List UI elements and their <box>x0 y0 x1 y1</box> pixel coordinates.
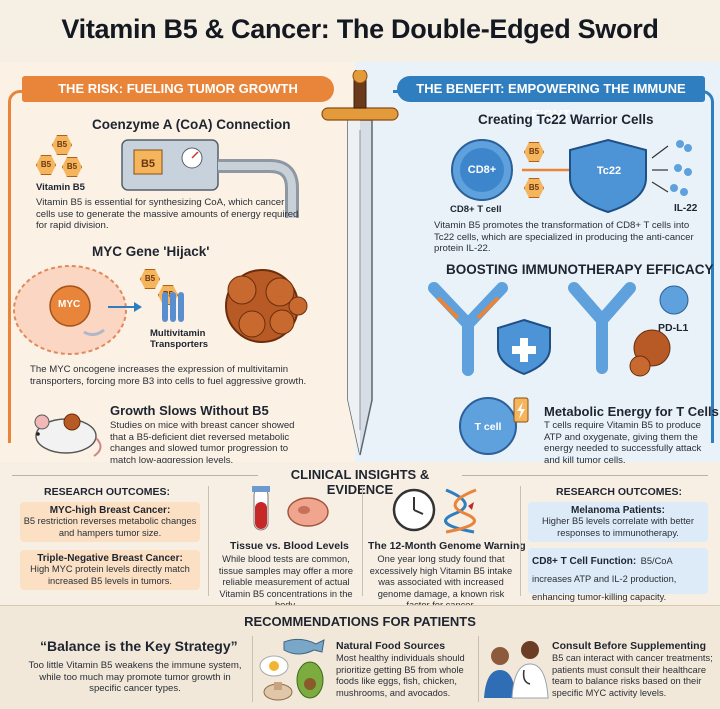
tc22-label: Tc22 <box>596 165 622 177</box>
pdl1-label: PD-L1 <box>658 322 689 334</box>
cd8-caption: CD8+ T cell <box>450 204 502 215</box>
outcome-title: Triple-Negative Breast Cancer: <box>37 553 183 564</box>
tc22-text: Vitamin B5 promotes the transformation o… <box>434 220 694 254</box>
tcell-energy-icon <box>459 397 529 455</box>
sword-illustration <box>321 70 399 456</box>
mouse-icon <box>34 413 102 457</box>
outcome-text: B5 restriction reverses metabolic change… <box>23 516 197 538</box>
divider <box>462 475 708 476</box>
coa-text: Vitamin B5 is essential for synthesizing… <box>36 197 299 231</box>
divider <box>478 636 479 702</box>
svg-text:B5: B5 <box>141 158 155 170</box>
b5-hex-icon: B5 <box>62 157 82 177</box>
outcome-title: Melanoma Patients: <box>571 505 665 516</box>
b5-hex-icon: B5 <box>36 155 56 175</box>
myc-cell-icon <box>13 265 127 355</box>
vitamin-b5-label: Vitamin B5 <box>36 182 85 193</box>
coa-machine-icon: B5 <box>121 139 299 218</box>
food-sources-icon <box>259 638 325 701</box>
myc-text: The MYC oncogene increases the expressio… <box>30 364 307 387</box>
outcome-card: Triple-Negative Breast Cancer: High MYC … <box>20 550 200 590</box>
recommendations-heading: RECOMMENDATIONS FOR PATIENTS <box>244 614 476 629</box>
tc22-heading: Creating Tc22 Warrior Cells <box>478 112 654 127</box>
divider <box>362 486 363 596</box>
b5-hex-icon: B5 <box>524 178 544 198</box>
transporter-label: Multivitamin Transporters <box>150 328 209 350</box>
clock-dna-icon <box>392 488 477 534</box>
page-title: Vitamin B5 & Cancer: The Double-Edged Sw… <box>61 14 659 44</box>
tc22-diagram <box>451 138 692 214</box>
b5-hex-icon: B5 <box>524 142 544 162</box>
benefit-banner: THE BENEFIT: EMPOWERING THE IMMUNE FIGHT <box>397 76 705 122</box>
outcome-text: High MYC protein levels directly match i… <box>30 564 190 586</box>
divider <box>208 486 209 596</box>
myc-gene-label: MYC <box>58 299 81 310</box>
genome-heading: The 12-Month Genome Warning <box>368 540 526 552</box>
tissue-heading: Tissue vs. Blood Levels <box>230 540 349 552</box>
balance-text: Too little Vitamin B5 weakens the immune… <box>28 660 242 694</box>
divider <box>520 486 521 596</box>
tcell-label: T cell <box>474 421 502 433</box>
consult-heading: Consult Before Supplementing <box>552 640 707 652</box>
tumor-icon <box>225 269 308 343</box>
b5-hex-icon: B5 <box>52 135 72 155</box>
outcome-card: MYC-high Breast Cancer: B5 restriction r… <box>20 502 200 542</box>
clinical-heading: CLINICAL INSIGHTS & EVIDENCE <box>290 467 430 497</box>
antibody-illustration <box>428 282 689 377</box>
risk-panel-background <box>0 62 355 462</box>
myc-heading: MYC Gene 'Hijack' <box>92 244 210 259</box>
outcome-text: B5/CoA increases ATP and IL-2 production… <box>532 556 677 602</box>
consult-text: B5 can interact with cancer treatments; … <box>552 653 713 698</box>
food-text: Most healthy individuals should prioriti… <box>336 653 465 698</box>
doctor-consult-icon <box>484 641 549 699</box>
divider <box>252 636 253 702</box>
divider <box>12 475 258 476</box>
food-heading: Natural Food Sources <box>336 640 446 652</box>
coa-heading: Coenzyme A (CoA) Connection <box>92 117 291 132</box>
energy-heading: Metabolic Energy for T Cells <box>544 404 719 419</box>
research-outcomes-left-heading: RESEARCH OUTCOMES: <box>44 486 171 498</box>
outcome-card: CD8+ T Cell Function: B5/CoA increases A… <box>528 548 708 602</box>
risk-banner: THE RISK: FUELING TUMOR GROWTH <box>22 76 334 102</box>
outcome-title: CD8+ T Cell Function: <box>532 556 637 567</box>
il22-label: IL-22 <box>674 203 698 214</box>
b5-hex-icon: B5 <box>140 269 160 289</box>
balance-heading: “Balance is the Key Strategy” <box>40 638 238 654</box>
genome-text: One year long study found that excessive… <box>369 554 513 610</box>
outcome-card: Melanoma Patients: Higher B5 levels corr… <box>528 502 708 542</box>
blood-tissue-icon <box>252 486 329 531</box>
energy-text: T cells require Vitamin B5 to produce AT… <box>544 420 702 466</box>
outcome-title: MYC-high Breast Cancer: <box>49 505 171 516</box>
benefit-panel-background <box>355 62 720 462</box>
cd8-label: CD8+ <box>467 164 497 176</box>
immuno-heading: BOOSTING IMMUNOTHERAPY EFFICACY <box>446 262 714 277</box>
recommendations-section <box>0 605 720 709</box>
transporter-icon <box>108 292 184 322</box>
tissue-text: While blood tests are common, tissue sam… <box>218 554 354 610</box>
mice-heading: Growth Slows Without B5 <box>110 403 269 418</box>
outcome-text: Higher B5 levels correlate with better r… <box>542 516 694 538</box>
mice-text: Studies on mice with breast cancer showe… <box>110 420 295 466</box>
research-outcomes-right-heading: RESEARCH OUTCOMES: <box>556 486 683 498</box>
